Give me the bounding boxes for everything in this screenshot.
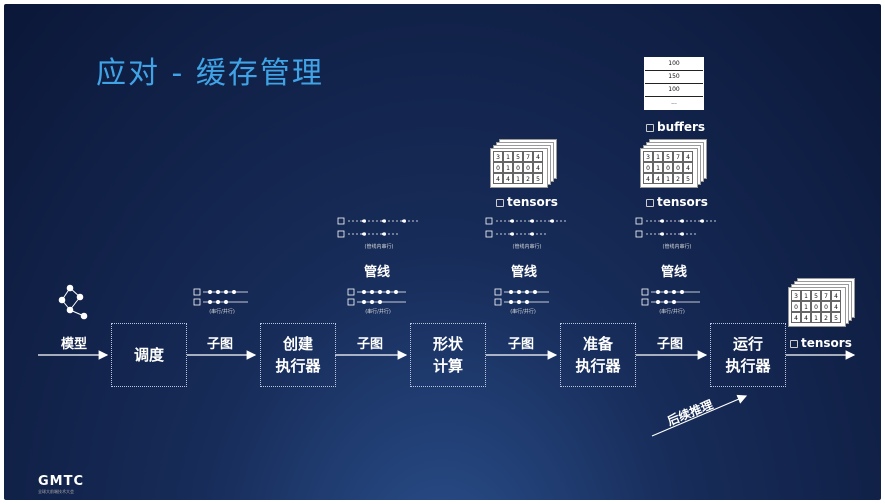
- tensor-cell: 2: [523, 173, 533, 184]
- tensor-cell: 0: [643, 162, 653, 173]
- tensor-cell: 4: [653, 173, 663, 184]
- tensor-cell: 4: [493, 173, 503, 184]
- model-label: 模型: [60, 337, 87, 352]
- buffer-cell: 100: [645, 58, 703, 71]
- tensor-cell: 5: [663, 151, 673, 162]
- tensor-cell: 4: [683, 151, 693, 162]
- tensor-cell: 4: [503, 173, 513, 184]
- tensor-cell: 5: [533, 173, 543, 184]
- tensor-cell: 5: [683, 173, 693, 184]
- tensor-cell: 5: [811, 290, 821, 301]
- prepare-executor-box: 准备 执行器: [560, 323, 636, 387]
- tensor-cell: 4: [683, 162, 693, 173]
- tensor-cell: 0: [523, 162, 533, 173]
- tensor-cell: 1: [653, 151, 663, 162]
- tensor-cell: 4: [533, 162, 543, 173]
- logo-subtitle: 全球大前端技术大会: [38, 489, 74, 494]
- run-executor-box: 运行 执行器: [710, 323, 786, 387]
- schedule-box: 调度: [111, 323, 187, 387]
- tensor-cell: 3: [493, 151, 503, 162]
- page-title: 应对 - 缓存管理: [96, 56, 324, 91]
- tensor-cell: 7: [523, 151, 533, 162]
- tensor-cell: 0: [821, 301, 831, 312]
- pipeline-label: 管线: [660, 265, 687, 280]
- logo: GMTC: [38, 474, 85, 489]
- edge-label: 子图: [206, 337, 233, 352]
- tensor-cell: 1: [503, 162, 513, 173]
- buffer-cell: ...: [671, 99, 677, 106]
- in-pipeline-caption: (管线内串行): [662, 244, 692, 250]
- tensor-card: [490, 148, 548, 188]
- tensor-cell: 4: [533, 151, 543, 162]
- tensor-cell: 1: [801, 290, 811, 301]
- tensor-cell: 4: [643, 173, 653, 184]
- buffer-cell: 100: [645, 84, 703, 97]
- tensor-cell: 0: [811, 301, 821, 312]
- in-pipeline-caption: (管线内串行): [512, 244, 542, 250]
- buffers-table: 100 150 100 ...: [644, 57, 704, 110]
- edge-label: 子图: [507, 337, 534, 352]
- serial-parallel-caption: (串行/并行): [209, 309, 235, 315]
- tensor-card: [640, 148, 698, 188]
- tensor-cell: 0: [673, 162, 683, 173]
- tensor-cell: 3: [791, 290, 801, 301]
- tensor-cell: 1: [513, 173, 523, 184]
- tensor-cell: 1: [653, 162, 663, 173]
- edge-label: 子图: [656, 337, 683, 352]
- tensor-cell: 4: [831, 290, 841, 301]
- tensor-cell: 1: [811, 312, 821, 323]
- slide: 应对 - 缓存管理: [4, 4, 881, 500]
- model-graph-icon: [58, 284, 88, 320]
- tensor-cell: 0: [663, 162, 673, 173]
- tensor-cell: 7: [673, 151, 683, 162]
- tensor-cell: 4: [831, 301, 841, 312]
- tensor-cell: 5: [513, 151, 523, 162]
- tensor-cell: 0: [791, 301, 801, 312]
- tensor-cell: 7: [821, 290, 831, 301]
- tensor-icon: [646, 198, 654, 207]
- serial-parallel-caption: (串行/并行): [365, 309, 391, 315]
- pipeline-label: 管线: [510, 265, 537, 280]
- tensor-cell: 3: [643, 151, 653, 162]
- tensor-card: [788, 287, 846, 327]
- tensor-cell: 4: [801, 312, 811, 323]
- pipeline-label: 管线: [363, 265, 390, 280]
- tensor-cell: 5: [831, 312, 841, 323]
- tensor-cell: 0: [513, 162, 523, 173]
- tensor-cell: 4: [791, 312, 801, 323]
- serial-parallel-caption: (串行/并行): [510, 309, 536, 315]
- tensors-caption: tensors: [496, 195, 558, 209]
- tensor-cell: 1: [503, 151, 513, 162]
- tensor-icon: [496, 198, 504, 207]
- buffers-caption: buffers: [646, 120, 705, 134]
- serial-parallel-caption: (串行/并行): [659, 309, 685, 315]
- tensor-cell: 2: [821, 312, 831, 323]
- tensors-caption: tensors: [790, 336, 852, 350]
- tensor-cell: 0: [493, 162, 503, 173]
- shape-compute-box: 形状 计算: [410, 323, 486, 387]
- edge-label: 子图: [356, 337, 383, 352]
- tensors-caption: tensors: [646, 195, 708, 209]
- flow-diagram: [38, 217, 856, 437]
- buffer-cell: 150: [645, 71, 703, 84]
- tensor-cell: 1: [801, 301, 811, 312]
- tensor-cell: 1: [663, 173, 673, 184]
- tensor-cell: 2: [673, 173, 683, 184]
- in-pipeline-caption: (管线内串行): [364, 244, 394, 250]
- tensor-icon: [790, 339, 798, 348]
- buffer-icon: [646, 123, 654, 132]
- create-executor-box: 创建 执行器: [260, 323, 336, 387]
